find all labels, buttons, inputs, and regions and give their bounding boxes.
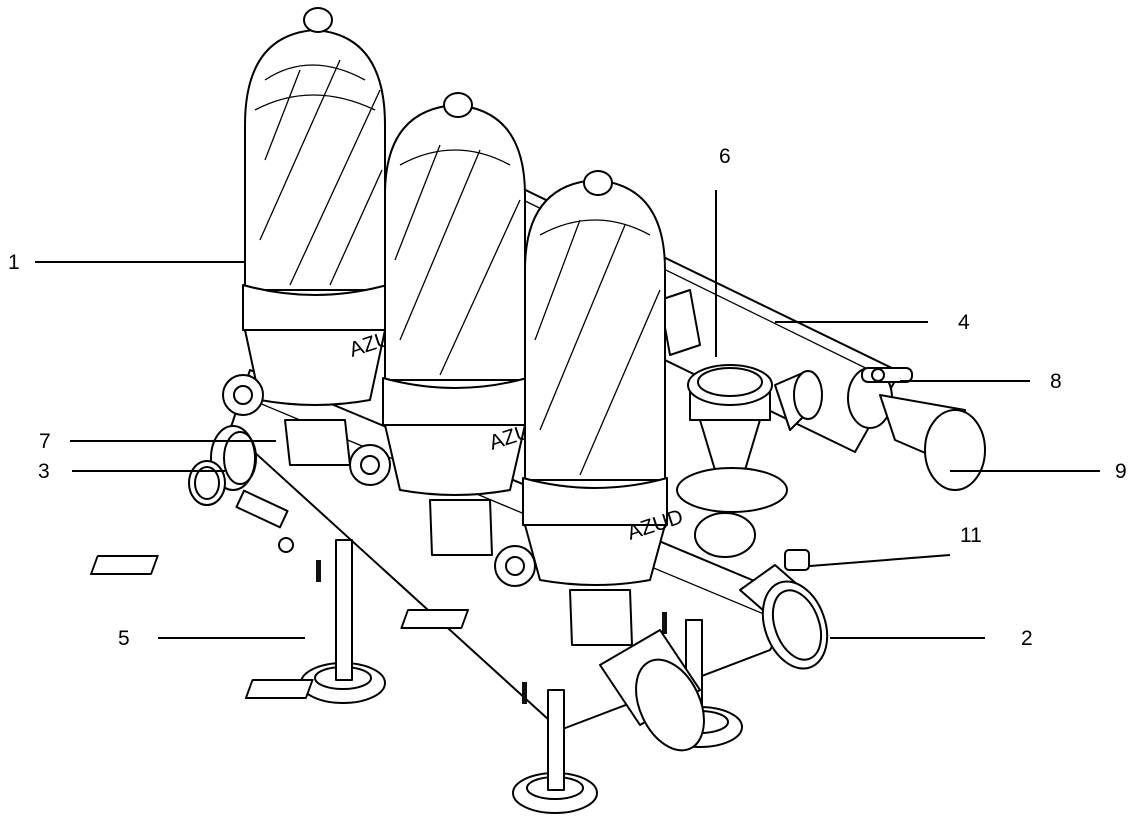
callout-8: 8 <box>1050 370 1062 393</box>
callout-11: 11 <box>960 524 982 547</box>
front-end-cap <box>599 629 705 752</box>
callout-1: 1 <box>8 251 20 274</box>
callout-5: 5 <box>118 627 130 650</box>
tee-elbow-back <box>659 289 701 356</box>
callout-2: 2 <box>1021 627 1033 650</box>
elbow-connector <box>774 370 823 431</box>
disc-filter-3: AZUD <box>494 170 686 646</box>
backflush-valve <box>676 364 788 558</box>
disc-filter-2: AZUD <box>349 92 548 556</box>
callout-4: 4 <box>958 311 970 334</box>
support-leg-front <box>244 679 598 814</box>
check-valve <box>784 549 810 571</box>
pressure-gauge <box>188 460 226 506</box>
inlet-end-connection <box>739 564 829 670</box>
callout-6: 6 <box>719 145 731 168</box>
callout-7: 7 <box>39 430 51 453</box>
callout-3: 3 <box>38 460 50 483</box>
callout-9: 9 <box>1115 460 1127 483</box>
disc-filter-1: AZUD <box>222 7 408 466</box>
outlet-end-cap <box>879 394 986 491</box>
air-valve-coupling <box>847 367 913 429</box>
drain-valve <box>235 489 294 553</box>
support-leg-left <box>90 539 386 704</box>
callout-leaders <box>35 190 1100 639</box>
